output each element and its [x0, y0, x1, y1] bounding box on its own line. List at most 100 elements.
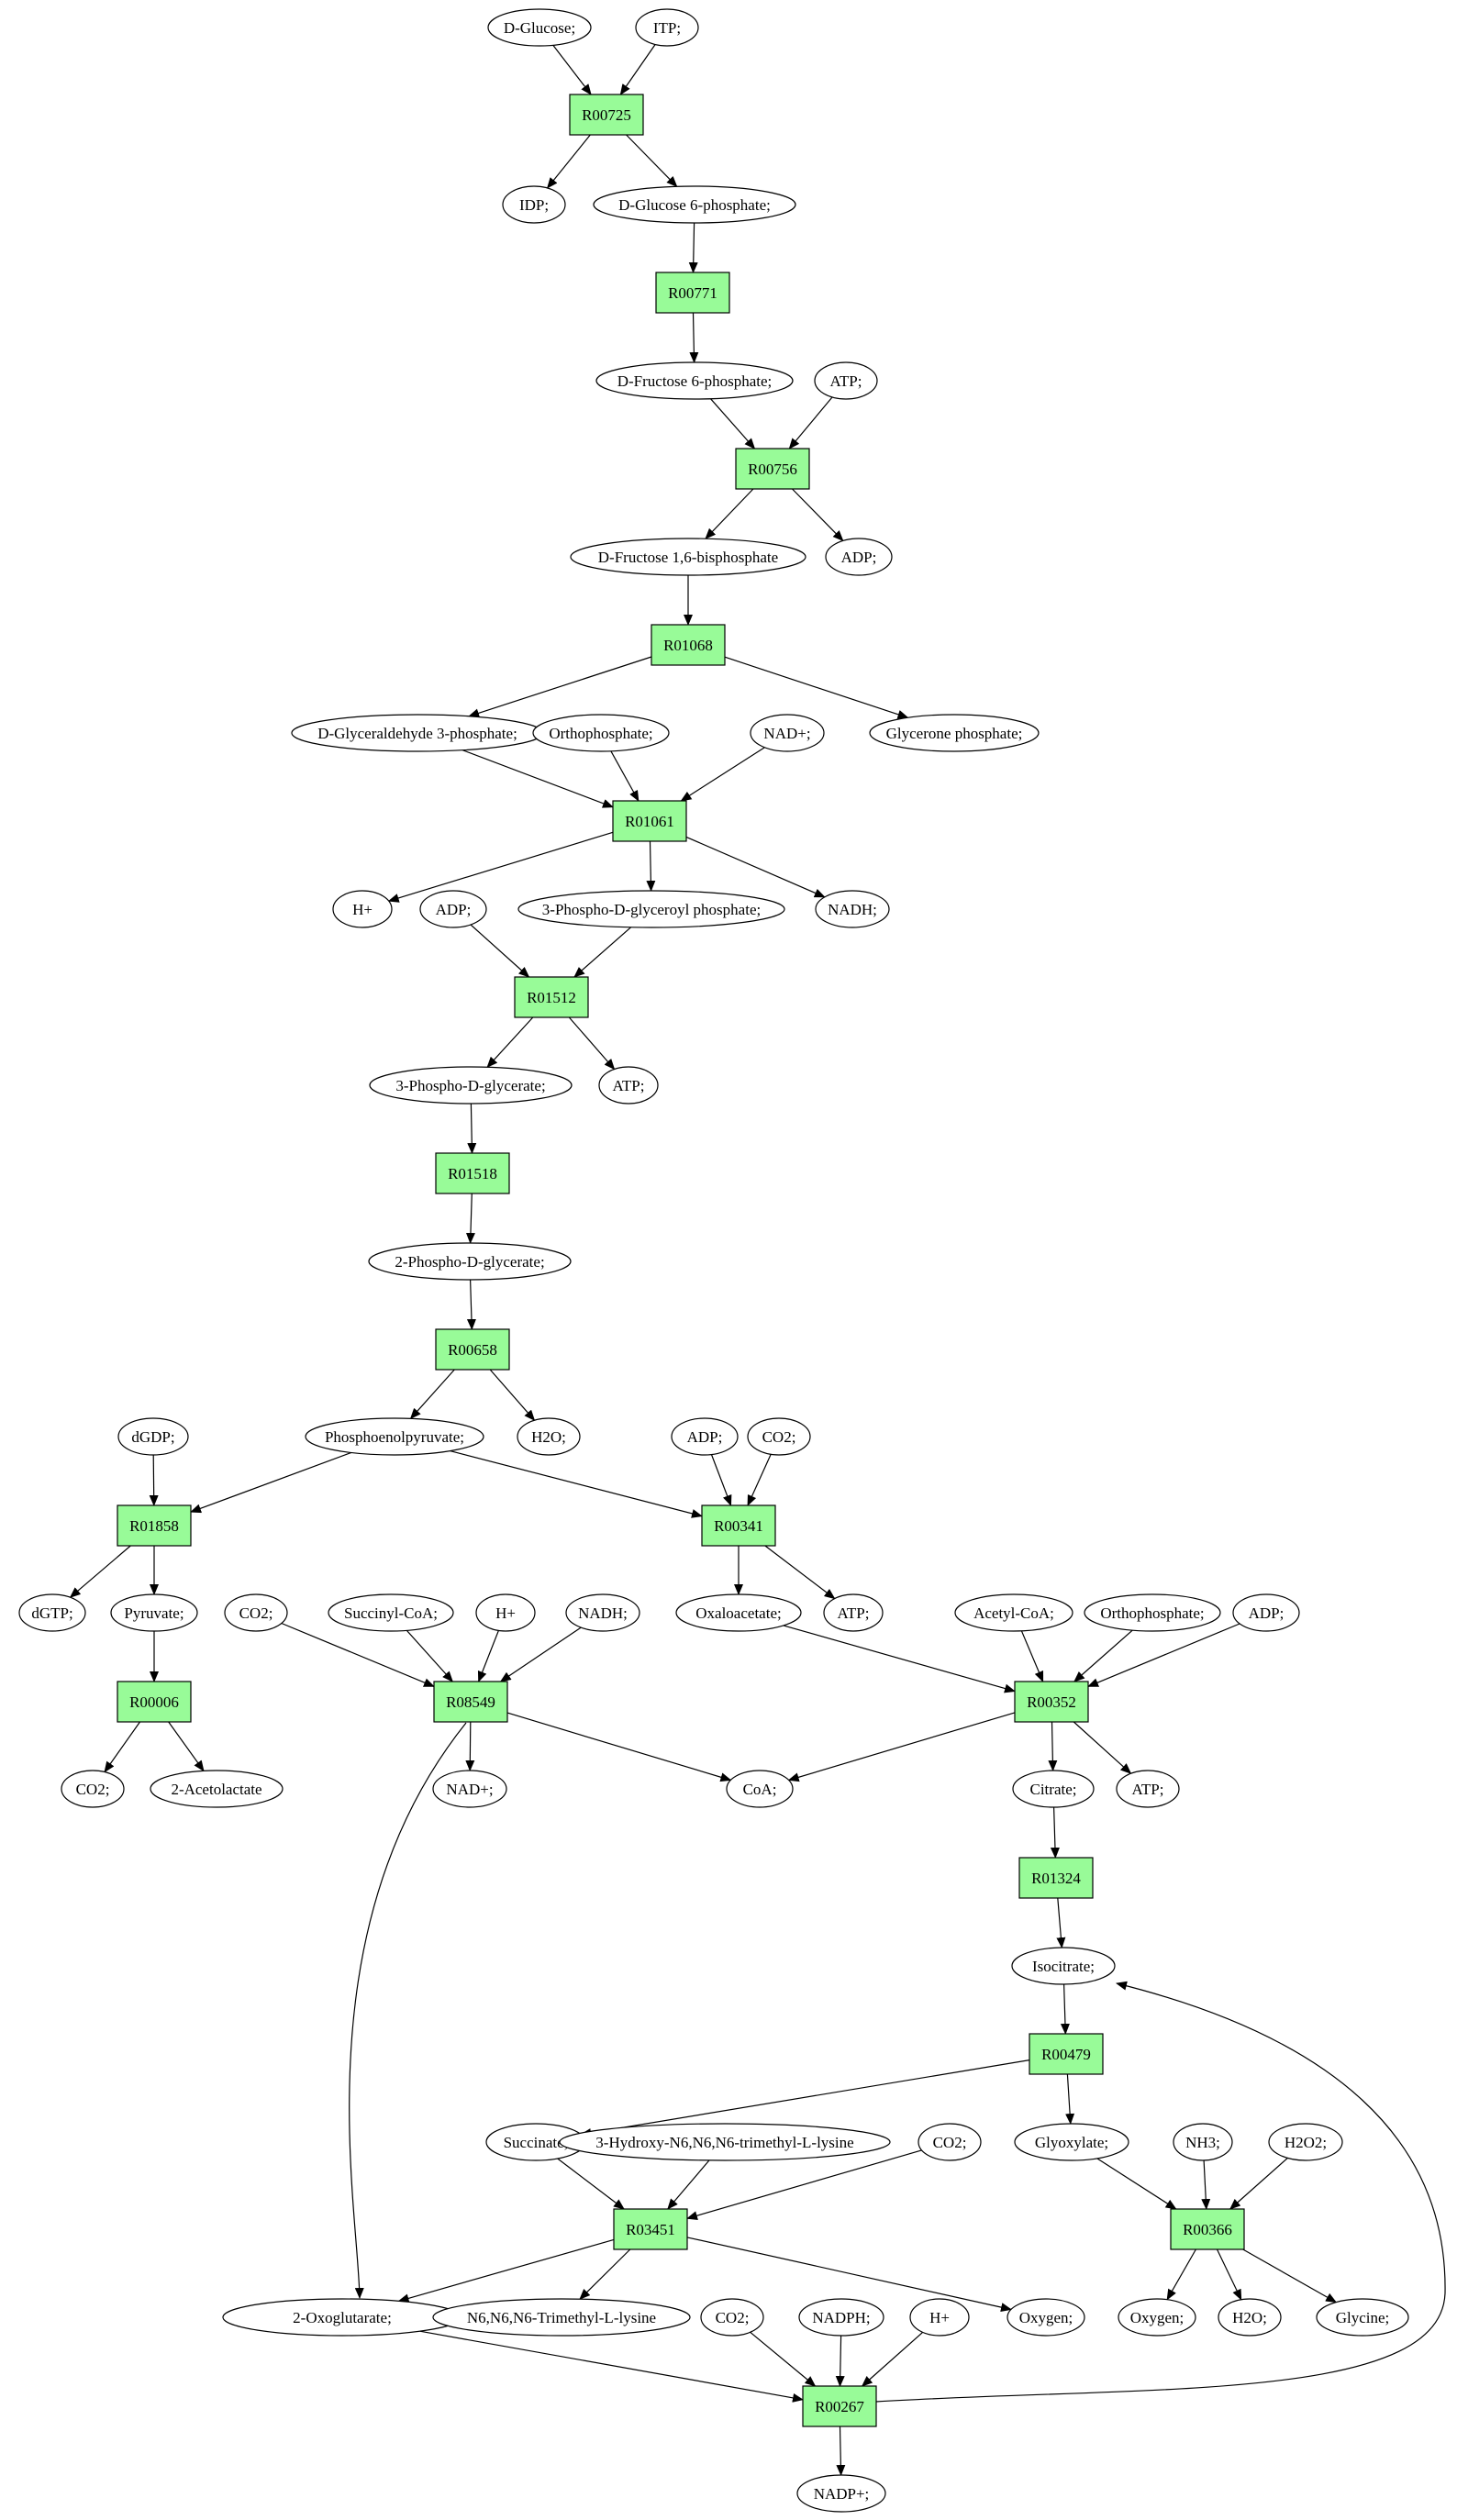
edge-r00366-to-m_o2b [1166, 2248, 1196, 2301]
metabolite-ellipse [814, 361, 878, 400]
metabolite-ellipse [532, 714, 670, 752]
metabolite-label: NAD+; [446, 1781, 493, 1798]
edge-r00366-to-m_gly [1242, 2248, 1338, 2304]
metabolite-node-m_adp4: ADP; [1232, 1593, 1300, 1632]
metabolite-node-m_h1: H+ [332, 890, 393, 928]
edge-m_3pg-to-r01518 [467, 1103, 477, 1154]
metabolite-ellipse [700, 2298, 764, 2337]
edge-m_co2d-to-r03451 [686, 2149, 922, 2221]
metabolite-node-m_coa: CoA; [726, 1770, 794, 1808]
metabolite-ellipse [502, 185, 566, 224]
metabolite-node-m_h2o1: H2O; [517, 1417, 581, 1456]
reaction-box [655, 272, 730, 314]
metabolite-node-m_nadph: NADPH; [798, 2298, 884, 2337]
reaction-box [612, 800, 687, 842]
metabolite-label: NADPH; [812, 2309, 870, 2326]
metabolite-ellipse [909, 2298, 970, 2337]
metabolite-ellipse [671, 1417, 739, 1456]
metabolite-ellipse [1084, 1593, 1221, 1632]
metabolite-ellipse [328, 1593, 454, 1632]
edge-r01858-to-m_dgtp [69, 1545, 131, 1598]
metabolite-node-m_atp1: ATP; [814, 361, 878, 400]
reaction-node-r00006: R00006 [117, 1681, 192, 1723]
metabolite-label: ADP; [687, 1428, 723, 1446]
metabolite-ellipse [432, 2298, 691, 2337]
edge-r00756-to-m_fbp [705, 488, 754, 539]
metabolite-node-m_f6p: D-Fructose 6-phosphate; [595, 361, 794, 400]
metabolite-node-m_dgdp: dGDP; [117, 1417, 189, 1456]
metabolite-node-m_icit: Isocitrate; [1011, 1947, 1116, 1985]
reaction-box [1018, 1857, 1094, 1899]
metabolite-node-m_co2e: CO2; [700, 2298, 764, 2337]
reaction-box [435, 1152, 510, 1194]
metabolite-ellipse [1012, 1770, 1095, 1808]
edge-m_pep-to-r01858 [190, 1451, 352, 1514]
edge-r00267-to-m_icit [875, 1981, 1446, 2403]
metabolite-label: Succinyl-CoA; [344, 1604, 438, 1622]
reaction-node-r00658: R00658 [435, 1328, 510, 1371]
edge-m_pi2-to-r00352 [1073, 1629, 1133, 1682]
edge-m_nadh2-to-r08549 [499, 1626, 582, 1682]
edge-r00352-to-m_coa [787, 1712, 1016, 1782]
edge-m_h3-to-r00267 [861, 2331, 923, 2387]
reaction-box [569, 94, 644, 136]
edge-m_adp4-to-r00352 [1087, 1623, 1240, 1687]
metabolite-label: Glycine; [1336, 2309, 1390, 2326]
edge-r00756-to-m_adp1 [792, 488, 844, 542]
reaction-label: R01518 [448, 1165, 497, 1182]
edge-m_acoa-to-r00352 [1020, 1630, 1044, 1682]
edge-r01324-to-m_icit [1056, 1897, 1066, 1948]
metabolite-ellipse [332, 890, 393, 928]
metabolite-node-m_h2o2b: H2O; [1218, 2298, 1282, 2337]
metabolite-node-m_adp3: ADP; [671, 1417, 739, 1456]
edge-m_2pg-to-r00658 [466, 1279, 476, 1330]
reaction-node-r00771: R00771 [655, 272, 730, 314]
reaction-node-r01858: R01858 [117, 1504, 192, 1547]
metabolite-label: D-Glucose 6-phosphate; [618, 196, 771, 214]
metabolite-ellipse [918, 2123, 982, 2161]
reaction-box [514, 976, 589, 1018]
metabolite-ellipse [305, 1417, 484, 1456]
edge-m_nad1-to-r01061 [680, 747, 765, 802]
metabolite-node-m_glyox: Glyoxylate; [1014, 2123, 1129, 2161]
edge-m_atp1-to-r00756 [788, 396, 833, 450]
metabolite-label: CO2; [762, 1428, 796, 1446]
metabolite-ellipse [1116, 1770, 1180, 1808]
edge-m_icit-to-r00479 [1060, 1983, 1070, 2035]
metabolite-label: Oxygen; [1019, 2309, 1073, 2326]
reaction-label: R00771 [668, 284, 717, 302]
metabolite-ellipse [150, 1770, 284, 1808]
edge-r00771-to-m_f6p [689, 312, 699, 363]
metabolite-node-m_g6p: D-Glucose 6-phosphate; [593, 185, 796, 224]
edge-m_pi1-to-r01061 [610, 750, 640, 802]
edge-r08549-to-m_nad2 [465, 1721, 475, 1771]
edge-m_nh3-to-r00366 [1201, 2159, 1211, 2210]
reaction-box [1014, 1681, 1089, 1723]
metabolite-ellipse [419, 890, 487, 928]
reaction-node-r08549: R08549 [433, 1681, 508, 1723]
edge-r01512-to-m_3pg [486, 1016, 534, 1069]
metabolite-label: 3-Hydroxy-N6,N6,N6-trimethyl-L-lysine [595, 2134, 853, 2151]
metabolite-label: CO2; [716, 2309, 750, 2326]
reaction-label: R00006 [129, 1693, 179, 1711]
metabolite-ellipse [18, 1593, 86, 1632]
metabolite-label: CO2; [933, 2134, 967, 2151]
metabolite-node-m_acl: 2-Acetolactate [150, 1770, 284, 1808]
edge-m_bpg-to-r01512 [573, 927, 631, 978]
metabolite-ellipse [369, 1066, 573, 1105]
edge-r00479-to-m_succ [580, 2059, 1030, 2137]
metabolite-node-m_nadh2: NADH; [565, 1593, 640, 1632]
metabolite-ellipse [726, 1770, 794, 1808]
metabolite-ellipse [517, 890, 785, 928]
edge-m_itp-to-r00725 [619, 44, 656, 95]
metabolite-node-m_atp2: ATP; [598, 1066, 659, 1105]
metabolite-label: NADP+; [814, 2485, 870, 2503]
metabolite-node-m_dhap: Glycerone phosphate; [869, 714, 1040, 752]
metabolite-node-m_co2b: CO2; [224, 1593, 288, 1632]
metabolite-node-m_itp: ITP; [635, 8, 699, 47]
reaction-label: R01324 [1031, 1870, 1081, 1887]
reaction-label: R00479 [1041, 2046, 1091, 2063]
metabolite-ellipse [747, 1417, 811, 1456]
edge-r00006-to-m_acl [168, 1721, 205, 1772]
